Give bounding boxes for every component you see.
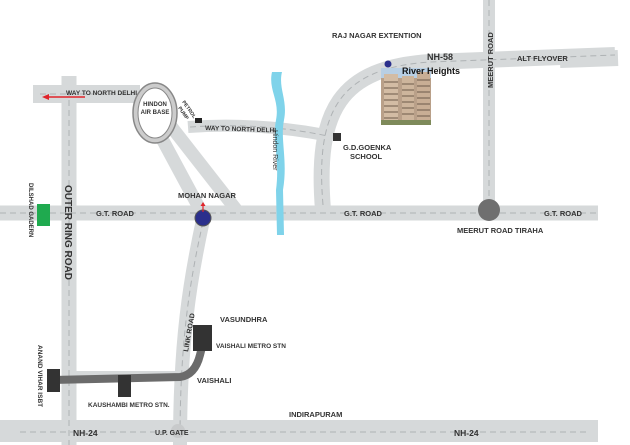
hindon-air-base	[132, 82, 178, 144]
label-up-gate: U.P. GATE	[155, 430, 189, 437]
label-gt-road-3: G.T. ROAD	[544, 209, 583, 218]
label-way-to-north-delhi-west: WAY TO NORTH DELHI	[66, 90, 137, 97]
label-anand-vihar-isbt: ANAND VIHAR ISBT	[36, 345, 43, 407]
river-heights-building-image	[381, 68, 431, 125]
airbase-to-mohan-nagar-road	[154, 131, 209, 219]
meerut-road-tiraha-marker-icon	[478, 199, 500, 221]
label-vasundhra: VASUNDHRA	[220, 315, 268, 324]
dilshad-garden-park-icon	[37, 204, 50, 226]
label-meerut-road-tiraha: MEERUT ROAD TIRAHA	[457, 226, 544, 235]
airbase-to-gt-road	[164, 120, 244, 217]
label-indirapuram: INDIRAPURAM	[289, 410, 342, 419]
hindon-river	[271, 72, 285, 235]
label-dilshad-garden: DILSHAD GADERN	[27, 183, 33, 237]
petrol-pump-icon	[195, 118, 202, 123]
label-school: SCHOOL	[350, 152, 383, 161]
label-nh24-2: NH-24	[454, 428, 479, 438]
vaishali-metro-stn-icon	[193, 325, 212, 351]
label-alt-flyover: ALT FLYOVER	[517, 54, 568, 63]
nh58-road-end	[559, 50, 619, 68]
label-river-heights: River Heights	[402, 66, 460, 76]
label-outer-ring-road: OUTER RING ROAD	[62, 185, 73, 280]
metro-line	[51, 334, 209, 384]
gd-goenka-school-icon	[333, 133, 341, 141]
label-gd-goenka: G.D.GOENKA	[343, 143, 392, 152]
label-meerut-road: MEERUT ROAD	[486, 32, 495, 88]
label-gt-road-1: G.T. ROAD	[96, 209, 135, 218]
river-heights-marker-icon	[384, 60, 392, 68]
label-raj-nagar-extention: RAJ NAGAR EXTENTION	[332, 31, 422, 40]
nh58-road	[313, 47, 616, 211]
anand-vihar-isbt-icon	[47, 369, 60, 392]
label-hindon: HINDON	[143, 102, 167, 108]
kaushambi-metro-stn-icon	[118, 375, 131, 397]
mohan-nagar-marker-icon	[194, 209, 212, 227]
label-vaishali: VAISHALI	[197, 376, 231, 385]
label-nh24-1: NH-24	[73, 428, 98, 438]
label-nh58: NH-58	[427, 52, 453, 62]
label-kaushambi-metro-stn: KAUSHAMBI METRO STN.	[88, 402, 170, 409]
label-gt-road-2: G.T. ROAD	[344, 209, 383, 218]
label-air-base: AIR BASE	[141, 110, 170, 116]
label-mohan-nagar: MOHAN NAGAR	[178, 191, 236, 200]
label-way-to-north-delhi-east: WAY TO NORTH DELHI	[205, 125, 276, 134]
label-hindon-river: Hindon River	[271, 130, 278, 171]
label-vaishali-metro-stn: VAISHALI METRO STN	[216, 343, 286, 350]
up-gate-marker-icon	[171, 424, 185, 438]
